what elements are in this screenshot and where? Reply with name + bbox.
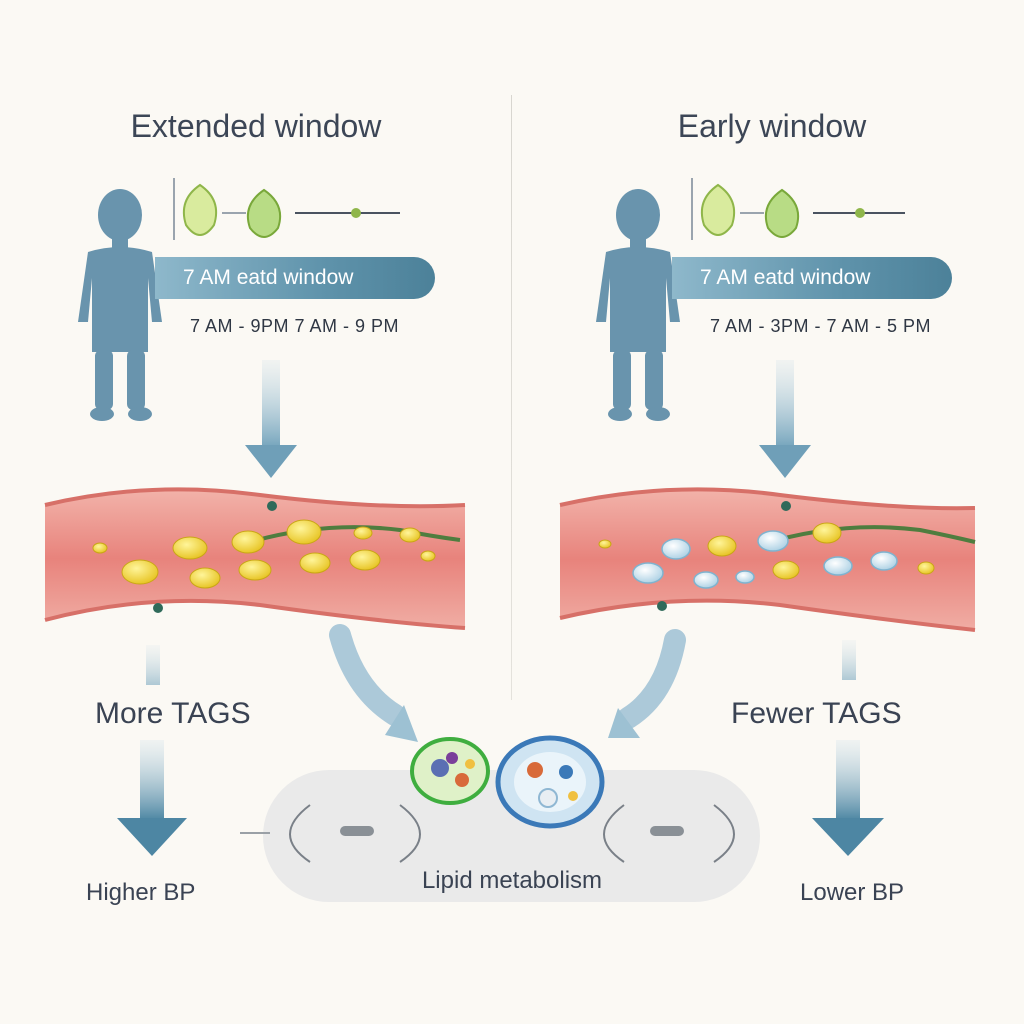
blood-vessel-right [559,487,976,632]
leaf-icons-left [173,178,400,240]
right-bp-label: Lower BP [800,879,905,906]
down-arrow-left [245,360,297,478]
outcome-arrow-right [812,640,884,856]
lipid-metabolism-capsule [240,770,760,902]
blood-vessel-left [44,487,466,630]
left-outcome-label: More TAGS [95,697,251,730]
lipid-metabolism-label: Lipid metabolism [421,867,603,894]
right-outcome-label: Fewer TAGS [731,697,902,730]
green-cell-icon [410,737,490,805]
leaf-icons-right [691,178,905,240]
left-times-label: 7 AM - 9PM 7 AM - 9 PM [190,316,400,336]
right-times-label: 7 AM - 3PM - 7 AM - 5 PM [710,316,932,336]
child-silhouette-right [596,189,680,421]
curved-arrow-left-to-center [329,624,418,742]
curved-arrow-right-to-center [608,629,686,738]
left-eating-window-banner: 7 AM eatd window [155,257,435,299]
blue-cell-icon [495,735,605,829]
left-bp-label: Higher BP [86,879,196,906]
left-panel-title: Extended window [130,108,382,144]
right-panel-title: Early window [677,108,867,144]
right-eating-window-banner: 7 AM eatd window [672,257,952,299]
child-silhouette-left [78,189,162,421]
down-arrow-right [759,360,811,478]
outcome-arrow-left [117,645,187,856]
center-divider [511,95,512,700]
